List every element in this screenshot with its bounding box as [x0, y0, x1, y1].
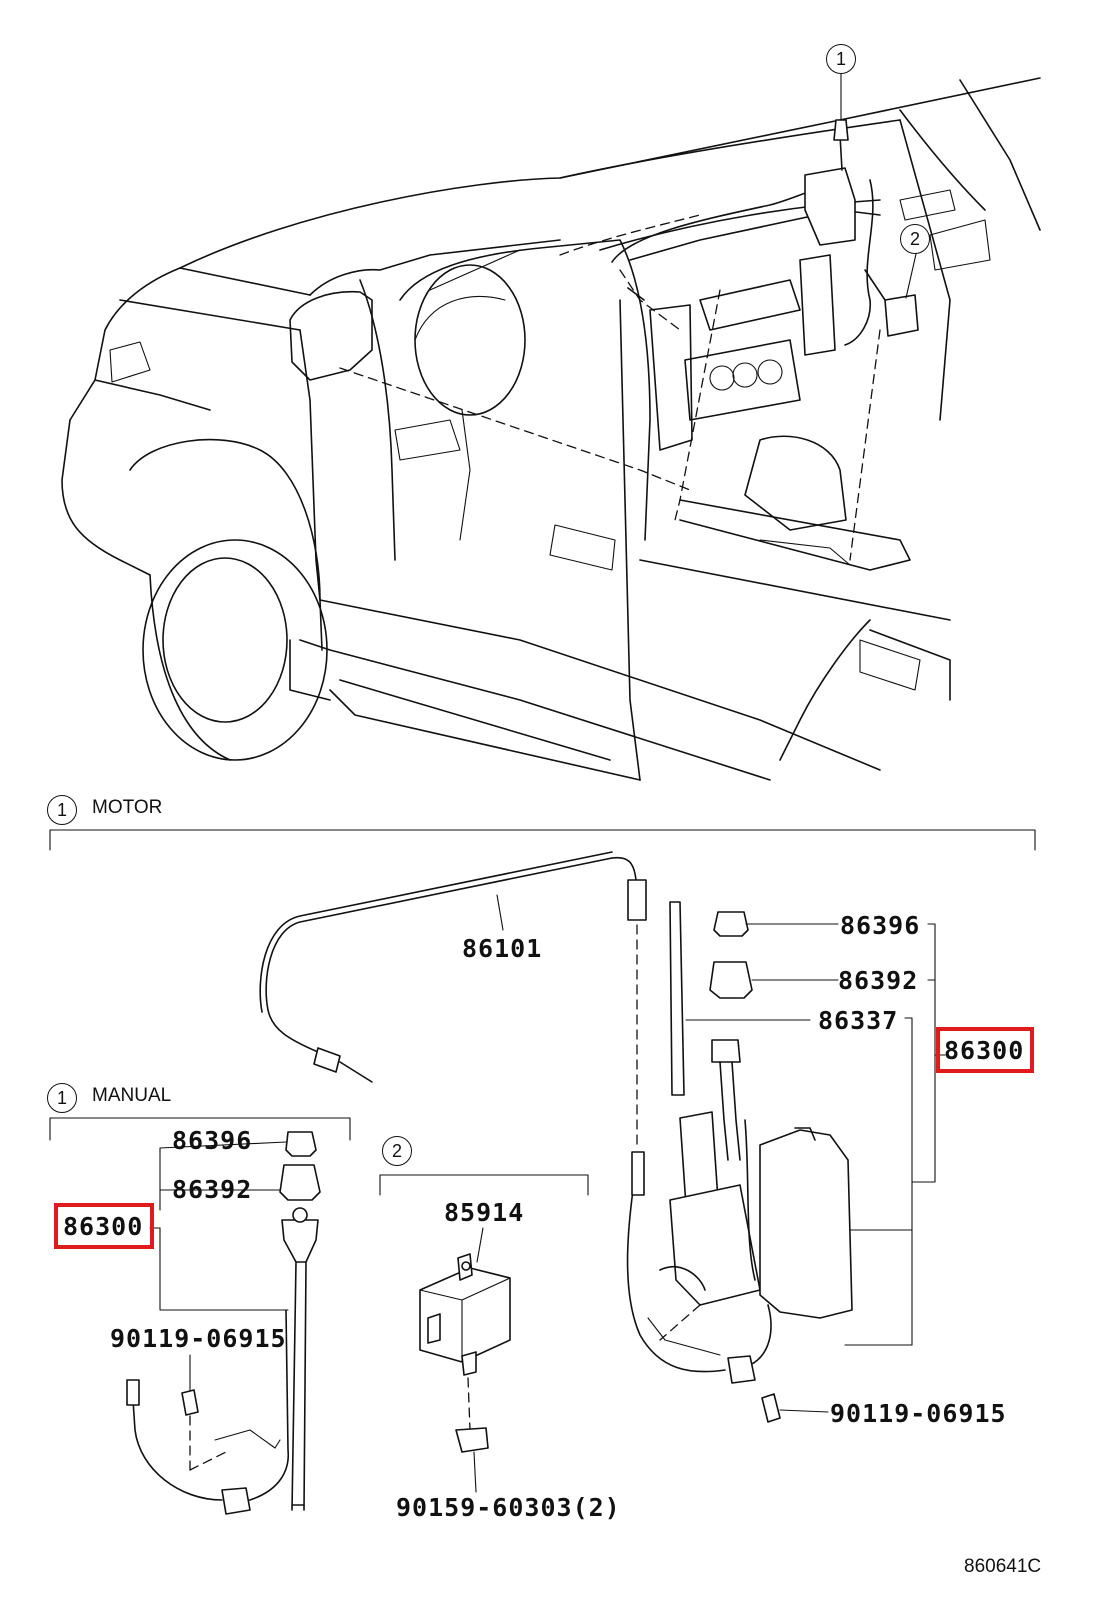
part-label-85914[interactable]: 85914 [444, 1198, 525, 1227]
cord-86101 [259, 851, 647, 1083]
assembly-line-relay [467, 1377, 471, 1431]
nut-86392-motor [709, 961, 753, 999]
part-label-90159[interactable]: 90159-60303(2) [396, 1493, 621, 1522]
motor-section-number: 1 [47, 795, 77, 825]
manual-section-bracket [49, 1117, 351, 1141]
antenna-motor-assembly [647, 1039, 853, 1356]
highlight-86300-manual [54, 1203, 154, 1249]
manual-section-number: 1 [47, 1083, 77, 1113]
manual-antenna-assembly [126, 1131, 321, 1515]
callout-2-circle: 2 [900, 224, 930, 254]
bracket-manual-top [159, 1141, 287, 1211]
motor-harness [626, 1161, 726, 1373]
part-label-90119-motor[interactable]: 90119-06915 [830, 1399, 1007, 1428]
part-label-86300-motor[interactable]: 86300 [944, 1036, 1025, 1065]
bracket-86300-motor [911, 923, 936, 1183]
part-label-86337[interactable]: 86337 [818, 1006, 899, 1035]
vehicle-antenna-harness [339, 119, 919, 561]
screw-90159 [455, 1427, 489, 1453]
bracket-manual-bottom [159, 1227, 289, 1311]
cushion-86396-motor [713, 911, 749, 937]
motor-section-title: MOTOR [92, 797, 163, 818]
relay-85914 [419, 1227, 511, 1376]
part-label-86392-motor[interactable]: 86392 [838, 966, 919, 995]
motor-section-bracket [49, 829, 1036, 851]
callout-1-circle: 1 [826, 44, 856, 74]
part-label-86396-motor[interactable]: 86396 [840, 911, 921, 940]
part-label-86101[interactable]: 86101 [462, 934, 543, 963]
manual-section-title: MANUAL [92, 1085, 172, 1106]
part-label-86300-manual[interactable]: 86300 [63, 1212, 144, 1241]
callout-2-leader [905, 253, 917, 299]
screw-90119-manual [181, 1389, 199, 1416]
part-label-90119-manual[interactable]: 90119-06915 [110, 1324, 287, 1353]
control-section-number: 2 [382, 1136, 412, 1166]
screw-90119-motor [761, 1393, 781, 1423]
vehicle-body-lines [61, 77, 1041, 781]
leader-90159 [473, 1451, 477, 1493]
rod-86337 [669, 901, 811, 1096]
control-section-bracket [379, 1174, 589, 1196]
highlight-86300-motor [936, 1027, 1034, 1073]
bracket-86337-motor [844, 1017, 913, 1346]
diagram-code: 860641C [964, 1556, 1042, 1577]
leader-90119-motor [779, 1409, 829, 1413]
part-label-86392-manual[interactable]: 86392 [172, 1175, 253, 1204]
part-label-86396-manual[interactable]: 86396 [172, 1126, 253, 1155]
